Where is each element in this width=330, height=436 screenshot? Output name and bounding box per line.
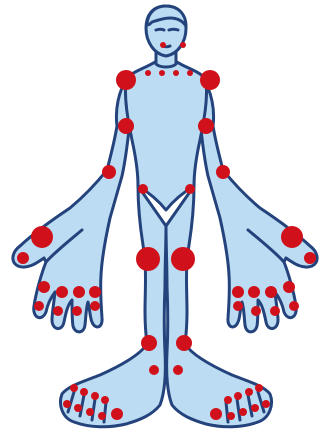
joint-marker-right-foot-toe-joint-1 — [70, 384, 78, 392]
joint-marker-left-hand-knuckle-4 — [283, 281, 295, 293]
joint-marker-left-ankle — [176, 335, 192, 351]
joint-marker-right-foot-toe-joint-4 — [101, 396, 109, 404]
joint-marker-right-ankle — [141, 335, 157, 351]
joint-marker-right-hand-knuckle-4 — [89, 286, 101, 298]
joint-marker-right-hip — [138, 184, 148, 194]
joint-marker-left-foot-toe-tip-4 — [262, 400, 270, 408]
joint-marker-left-wrist — [216, 165, 230, 179]
joint-marker-left-hand-finger-4 — [289, 301, 299, 311]
joint-marker-left-hand-finger-2 — [251, 306, 261, 316]
joint-marker-right-wrist — [102, 165, 116, 179]
joint-marker-right-foot-toe-tip-4 — [98, 412, 106, 420]
joint-marker-left-foot-toe-tip-3 — [251, 404, 259, 412]
joint-marker-left-midfoot — [173, 365, 183, 375]
joint-marker-right-foot-toe-joint-2 — [80, 388, 88, 396]
joint-marker-left-hand-knuckle-3 — [265, 286, 277, 298]
joint-marker-left-foot-toe-tip-1 — [227, 412, 235, 420]
joint-marker-left-hand-finger-1 — [233, 301, 243, 311]
joint-marker-left-hand-finger-3 — [270, 306, 280, 316]
joint-marker-left-hip — [185, 184, 195, 194]
joint-marker-left-foot-toe-joint-4 — [255, 384, 263, 392]
joint-marker-right-hand-knuckle-1 — [38, 281, 50, 293]
right-arm — [13, 76, 130, 332]
joint-marker-right-knee — [136, 247, 160, 271]
joint-marker-left-hand-knuckle-2 — [248, 286, 260, 298]
joint-marker-left-knee — [171, 247, 195, 271]
joint-marker-right-hand-finger-3 — [72, 306, 82, 316]
joint-marker-right-foot-big-toe — [111, 408, 123, 420]
joint-marker-jaw-left — [180, 42, 186, 48]
joint-marker-right-hand-knuckle-3 — [73, 286, 85, 298]
joint-marker-sternoclavicular-1 — [145, 70, 151, 76]
joint-marker-right-midfoot — [149, 365, 159, 375]
joint-marker-sternoclavicular-4 — [187, 70, 193, 76]
joint-marker-right-shoulder — [116, 70, 136, 90]
joint-marker-right-hand-finger-2 — [53, 306, 63, 316]
joint-marker-right-foot-toe-joint-3 — [91, 392, 99, 400]
joint-marker-left-hand-thumb-tip — [304, 252, 316, 264]
eyebrow-left — [169, 29, 178, 30]
joint-marker-left-foot-big-toe — [210, 408, 222, 420]
joint-marker-right-hand-finger-1 — [34, 301, 44, 311]
joint-marker-right-foot-toe-tip-1 — [63, 400, 71, 408]
joint-marker-right-hand-knuckle-2 — [56, 286, 68, 298]
eyebrow-right — [156, 29, 164, 30]
joint-marker-left-shoulder — [200, 70, 220, 90]
joint-marker-sternoclavicular-2 — [159, 70, 165, 76]
joint-marker-sternoclavicular-3 — [173, 70, 179, 76]
joint-marker-jaw-right — [160, 42, 166, 48]
joint-marker-right-foot-toe-tip-2 — [74, 404, 82, 412]
joint-marker-left-hand-knuckle-1 — [232, 286, 244, 298]
joint-marker-left-foot-toe-tip-2 — [239, 408, 247, 416]
joint-marker-right-elbow — [118, 118, 134, 134]
joint-marker-left-foot-toe-joint-1 — [224, 396, 232, 404]
joint-marker-left-foot-toe-joint-2 — [234, 392, 242, 400]
joint-marker-right-foot-toe-tip-3 — [86, 408, 94, 416]
human-body-outline — [13, 6, 317, 427]
joint-marker-right-hand-thumb-tip — [17, 252, 29, 264]
joint-marker-left-elbow — [198, 118, 214, 134]
joint-marker-right-hand-thumb-base — [31, 226, 53, 248]
joint-marker-left-hand-thumb-base — [281, 226, 303, 248]
joint-marker-left-foot-toe-joint-3 — [245, 388, 253, 396]
joint-marker-right-hand-finger-4 — [90, 301, 100, 311]
